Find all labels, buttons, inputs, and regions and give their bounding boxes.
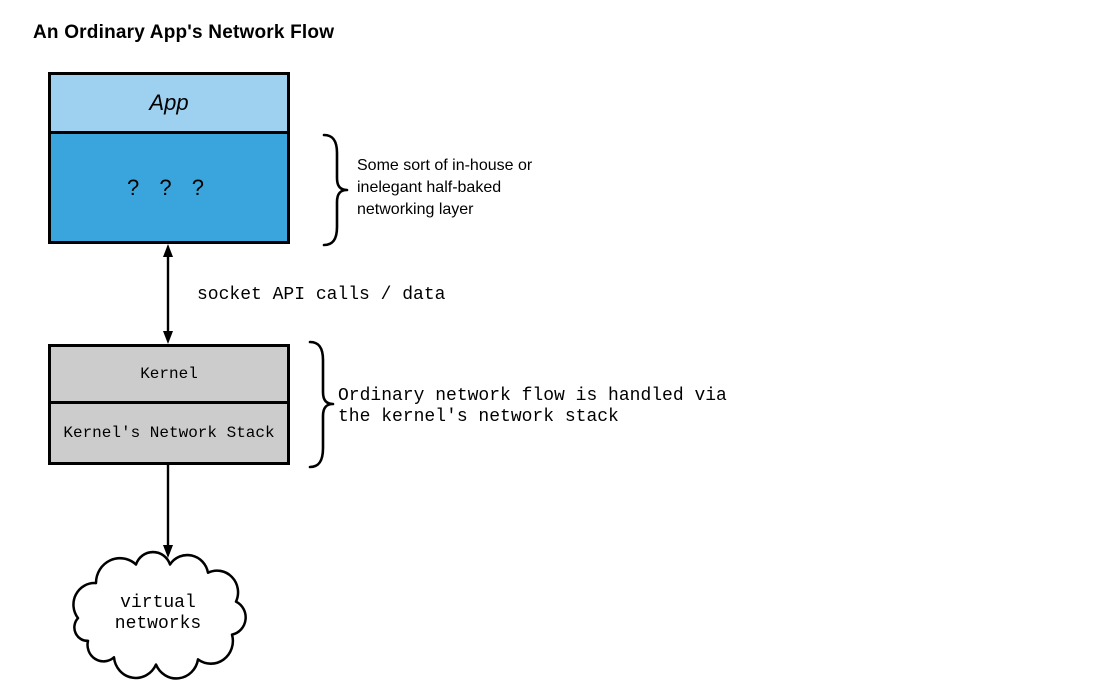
- kernel-to-cloud-arrow-icon: [163, 464, 173, 558]
- kernel-note: Ordinary network flow is handled via the…: [338, 386, 727, 427]
- socket-double-arrow-icon: [163, 244, 173, 344]
- unknown-networking-layer: ? ? ?: [51, 134, 287, 241]
- app-layer-label: App: [149, 90, 189, 115]
- kernel-stack-box: Kernel Kernel's Network Stack: [48, 344, 290, 465]
- kernel-network-stack-label: Kernel's Network Stack: [63, 424, 275, 442]
- kernel-layer-label: Kernel: [140, 365, 198, 383]
- page-title: An Ordinary App's Network Flow: [33, 22, 335, 43]
- networking-layer-note: Some sort of in-house or inelegant half-…: [357, 157, 533, 218]
- socket-arrow-label: socket API calls / data: [197, 285, 446, 305]
- kernel-brace-icon: [308, 340, 335, 469]
- unknown-layer-label: ? ? ?: [127, 174, 211, 200]
- app-layer: App: [51, 75, 287, 134]
- kernel-layer: Kernel: [51, 347, 287, 404]
- networking-layer-brace-icon: [322, 133, 349, 247]
- app-stack-box: App ? ? ?: [48, 72, 290, 244]
- kernel-network-stack-layer: Kernel's Network Stack: [51, 404, 287, 462]
- virtual-networks-label: virtual networks: [114, 593, 202, 634]
- virtual-networks-cloud-icon: [72, 550, 247, 680]
